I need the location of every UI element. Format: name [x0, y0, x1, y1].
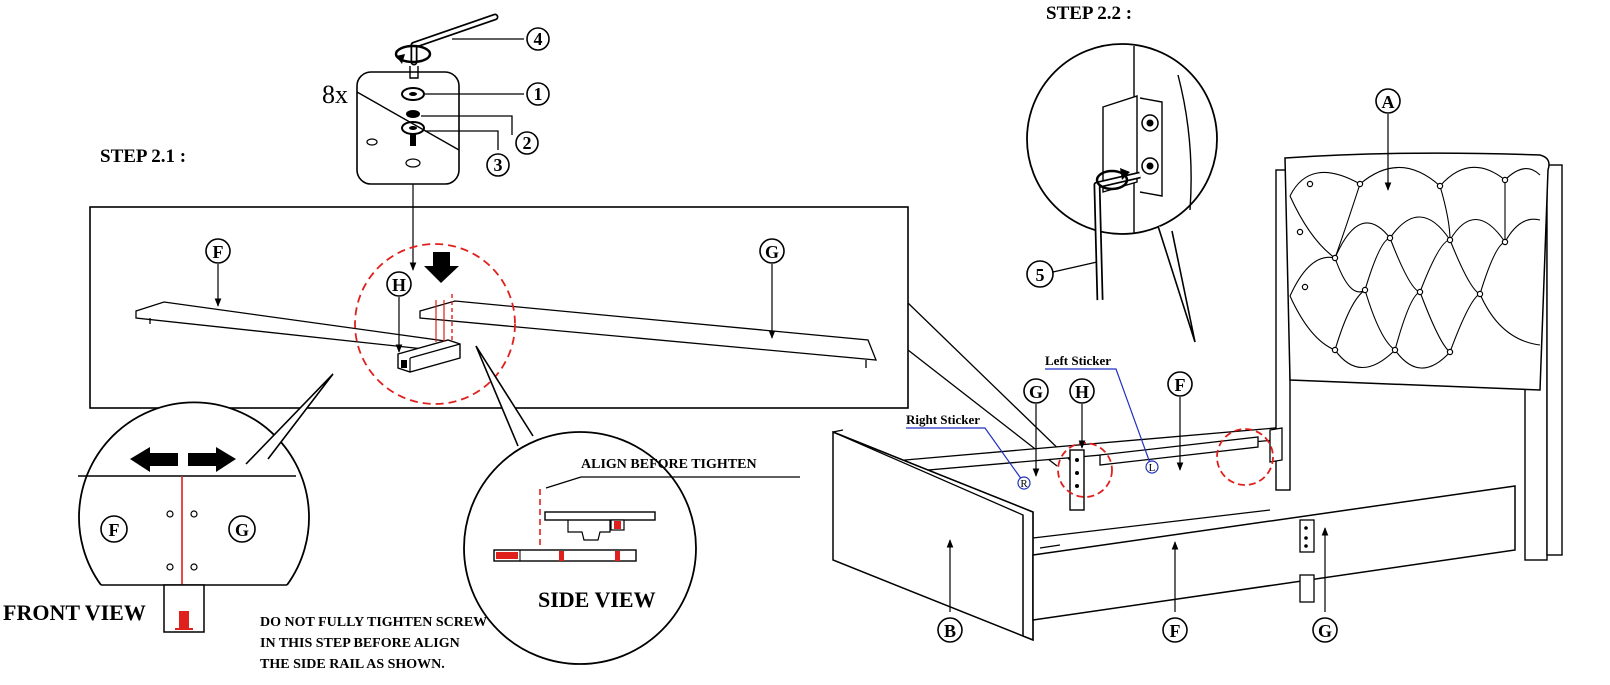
footboard-B: B [832, 429, 1034, 643]
joint-highlight [354, 243, 516, 405]
rail-F [135, 301, 453, 353]
headboard-A: A [1275, 88, 1563, 561]
bed-part-F-callout: F [1175, 375, 1186, 395]
step-2-1-panel: F G H [89, 206, 909, 409]
bed-rails [904, 427, 1283, 511]
bed-part-H-callout: H [1075, 382, 1089, 402]
hardware-detail: 8x 4 1 2 3 [322, 13, 550, 271]
bed-part-G-lower-callout: G [1318, 621, 1332, 641]
hardware-callout-4: 4 [534, 29, 543, 49]
warning-line-2: IN THIS STEP BEFORE ALIGN [260, 636, 460, 651]
step-2-2-leader-lines [907, 302, 1073, 467]
right-sticker-mark: R [1020, 478, 1028, 490]
hardware-plate [356, 71, 460, 185]
left-sticker-mark: L [1149, 462, 1156, 474]
front-view-detail: F G [78, 373, 334, 633]
right-sticker-label: Right Sticker [906, 412, 980, 427]
rotate-arrow-icon [394, 44, 432, 64]
warning-line-1: DO NOT FULLY TIGHTEN SCREW [260, 615, 487, 630]
front-rail: F G [1032, 485, 1516, 643]
side-view-label: SIDE VIEW [538, 587, 656, 612]
rotate-arrow-icon [1095, 169, 1129, 191]
part-H-callout: H [392, 275, 406, 295]
bed-part-G-callout: G [1029, 382, 1043, 402]
allen-key-detail: 5 [1026, 43, 1218, 343]
bed-upper-callouts: G H F [1023, 371, 1193, 477]
left-arrow-icon [130, 447, 178, 472]
front-view-F: F [109, 520, 120, 540]
stickers: Right Sticker R Left Sticker L [906, 353, 1159, 490]
left-sticker-label: Left Sticker [1045, 353, 1111, 368]
bed-part-F-lower-callout: F [1170, 621, 1181, 641]
allen-key-callout: 5 [1036, 265, 1045, 285]
step-2-2-title: STEP 2.2 : [1046, 3, 1132, 24]
warning-line-3: THE SIDE RAIL AS SHOWN. [260, 657, 445, 672]
hardware-callout-2: 2 [523, 133, 532, 153]
hardware-callout-3: 3 [494, 155, 503, 175]
down-arrow-icon [424, 252, 459, 283]
part-B-callout: B [944, 621, 956, 641]
align-before-tighten-label: ALIGN BEFORE TIGHTEN [581, 457, 757, 472]
hardware-quantity: 8x [322, 80, 348, 109]
front-view-G: G [235, 520, 249, 540]
step-2-1-title: STEP 2.1 : [100, 146, 186, 167]
bed-bracket-H [1069, 449, 1085, 511]
side-view-detail [463, 345, 800, 665]
part-F-callout: F [213, 242, 224, 262]
hardware-callout-1: 1 [534, 84, 543, 104]
right-arrow-icon [188, 447, 236, 472]
part-G-callout: G [765, 242, 779, 262]
part-A-callout: A [1382, 92, 1395, 112]
front-view-label: FRONT VIEW [3, 600, 146, 625]
rail-G [419, 300, 877, 361]
